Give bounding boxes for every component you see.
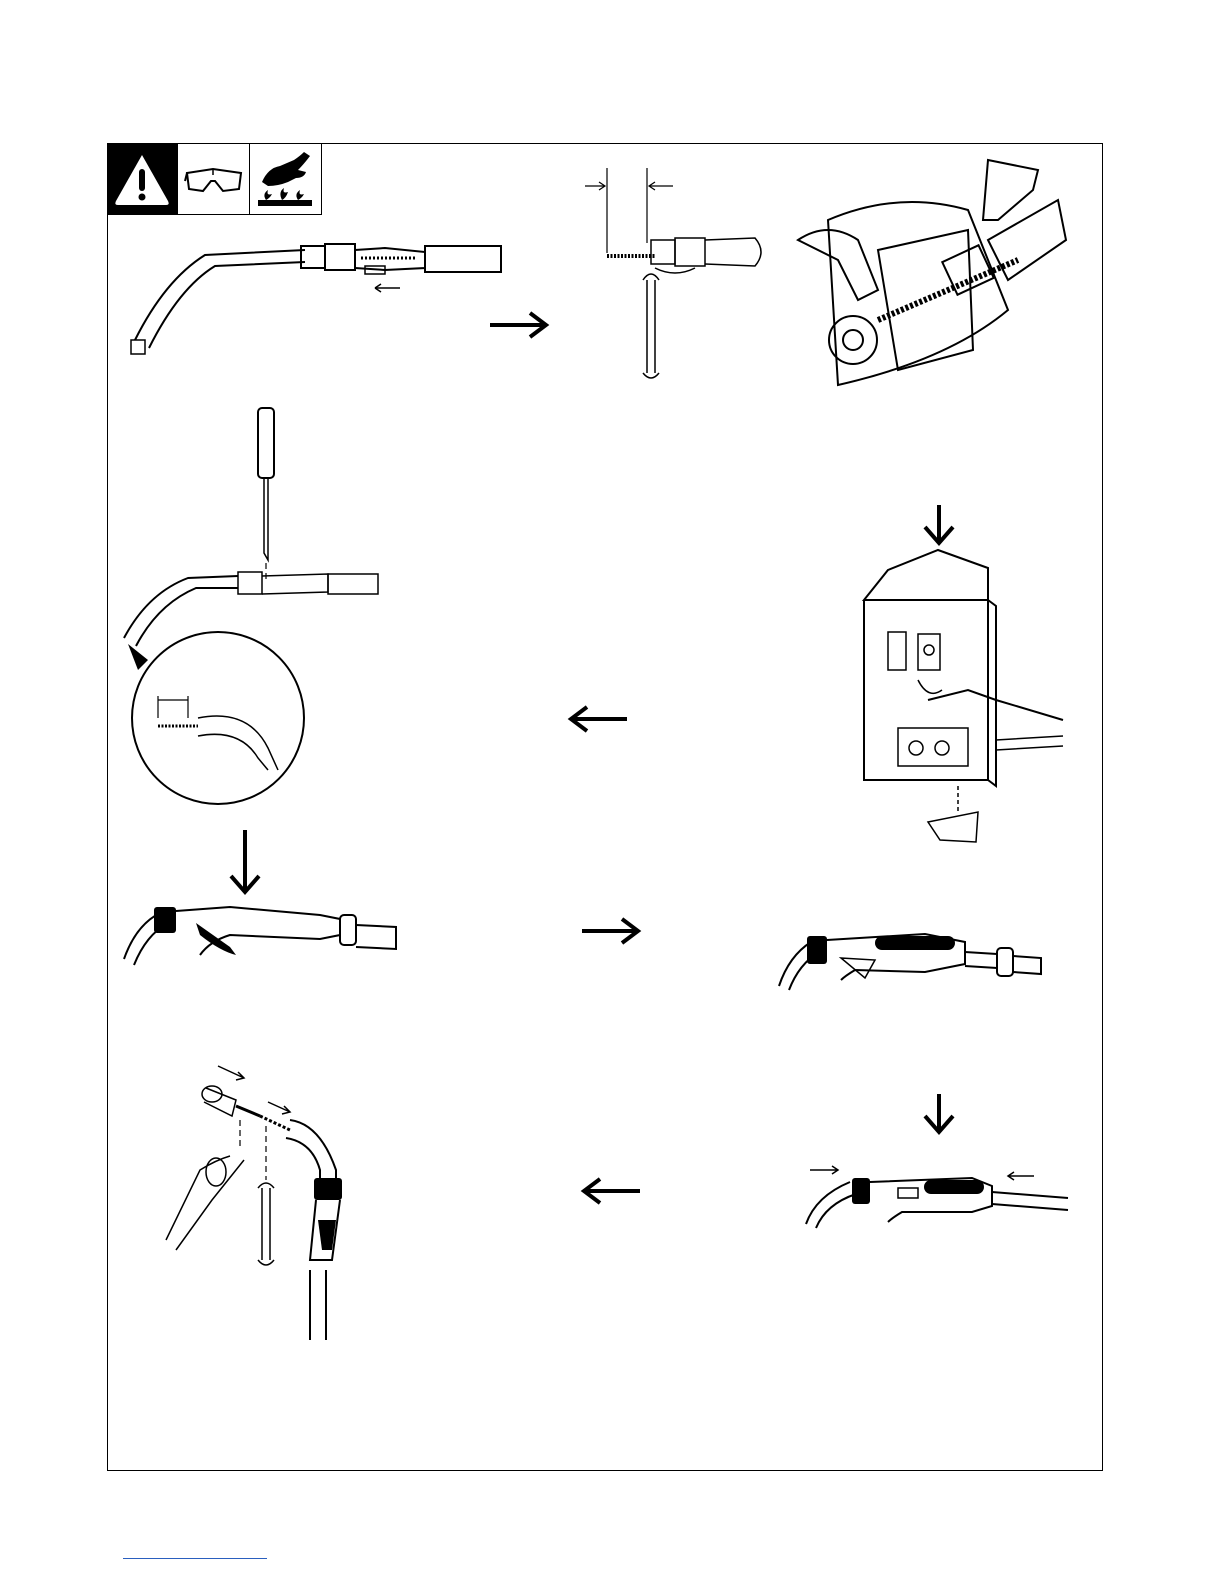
- arrow-down-icon: [922, 503, 956, 550]
- step-install-gun-in-feeder: [798, 160, 1068, 395]
- welding-gun-icon: [802, 1162, 1072, 1234]
- step-loosen-gun-clamp: [125, 240, 505, 365]
- step-install-nozzle-tip: [160, 1060, 360, 1350]
- wrench-icon: [585, 168, 775, 383]
- step-screw-and-trim-liner: [118, 408, 388, 813]
- arrow-left-icon: [567, 704, 629, 739]
- step-measure-liner: [585, 168, 775, 388]
- step-slide-handle: [802, 1162, 1072, 1239]
- arrow-right-icon: [580, 916, 642, 951]
- step-feeder-connections: [858, 550, 1068, 855]
- arrow-left-icon: [580, 1176, 642, 1211]
- arrow-right-icon: [488, 310, 550, 345]
- welding-gun-icon: [120, 905, 400, 975]
- arrow-down-icon: [922, 1092, 956, 1139]
- welding-gun-icon: [775, 928, 1045, 996]
- footer-rule: [123, 1558, 267, 1559]
- feeder-cabinet-icon: [858, 550, 1068, 850]
- pliers-icon: [160, 1060, 360, 1345]
- step-close-handle: [775, 928, 1045, 1001]
- hot-surface-icon: [250, 143, 321, 215]
- step-open-handle: [120, 905, 400, 980]
- safety-icon-strip: [107, 143, 322, 215]
- welding-gun-icon: [125, 240, 505, 360]
- warning-triangle-icon: [107, 143, 178, 215]
- arrow-down-icon: [228, 828, 262, 899]
- safety-glasses-icon: [178, 143, 249, 215]
- screwdriver-icon: [118, 408, 388, 808]
- hands-icon: [798, 160, 1068, 390]
